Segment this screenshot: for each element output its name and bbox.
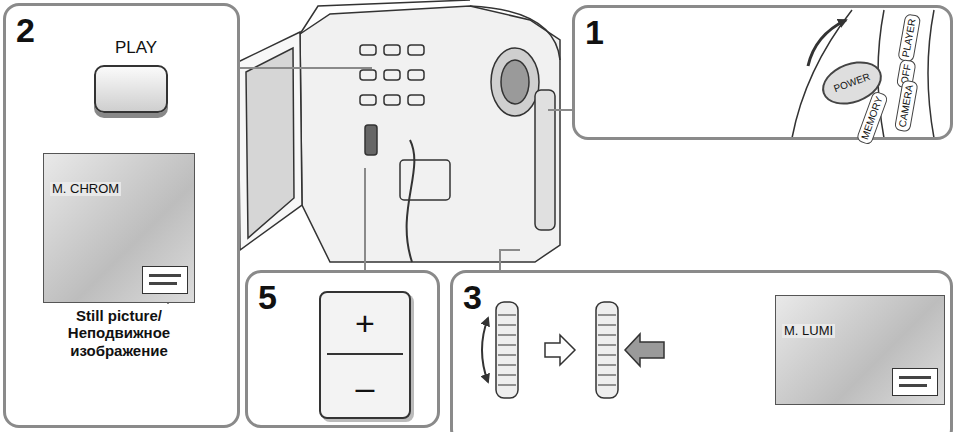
- screen-image: M. CHROM: [43, 153, 195, 303]
- still-picture-inset: [142, 266, 188, 294]
- button-sign: –: [321, 369, 409, 406]
- control-dial: [482, 302, 664, 398]
- step-number: 2: [16, 12, 35, 49]
- still-picture-inset: [892, 368, 938, 396]
- inset-line: [149, 274, 181, 277]
- leader-lines: [240, 68, 572, 270]
- button-sign: +: [321, 305, 409, 342]
- inset-line: [899, 376, 931, 379]
- button-label: PLAY: [86, 39, 186, 58]
- step-panel: 2PLAY M. CHROM: [3, 3, 240, 428]
- button-shape: [94, 65, 168, 113]
- screen-image: M. LUMI: [775, 295, 945, 405]
- screen-indicator: M. LUMI: [782, 324, 835, 338]
- step-number: 1: [585, 14, 604, 51]
- step-number: 5: [258, 279, 277, 316]
- screen-indicator: M. CHROM: [50, 182, 121, 196]
- inset-line: [899, 384, 927, 387]
- camcorder-body: [238, 0, 560, 262]
- inset-line: [149, 282, 177, 285]
- mode-label: PLAYER: [897, 14, 920, 63]
- button-divider: [327, 353, 403, 355]
- plus-minus-button: +–: [319, 291, 411, 419]
- caption-text: Still picture/ Неподвижное изображение: [44, 307, 194, 359]
- step-panel: 5+–: [245, 270, 440, 428]
- mode-label: CAMERA: [894, 80, 918, 133]
- step-number: 3: [463, 279, 482, 316]
- step-panel: 3 M. LUMI: [450, 270, 953, 432]
- play-button: PLAY: [86, 39, 186, 121]
